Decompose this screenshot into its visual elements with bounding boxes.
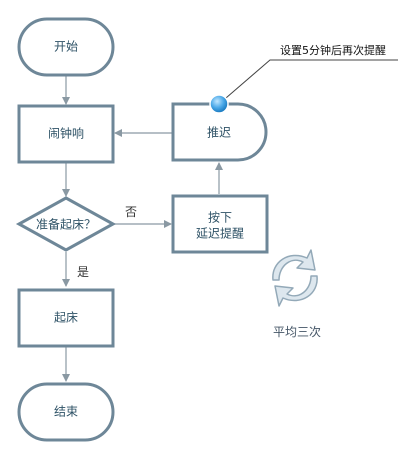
- end-terminal-shape: [17, 382, 115, 442]
- press-process-shape: [171, 194, 269, 254]
- end-label: 结束: [54, 405, 78, 419]
- edge-label-yes: 是: [77, 265, 89, 279]
- press-label-line2: 延迟提醒: [196, 226, 244, 241]
- start-terminal-shape: [17, 17, 115, 77]
- average-label: 平均三次: [273, 325, 321, 339]
- edges: [62, 75, 223, 382]
- start-label: 开始: [54, 40, 78, 54]
- node-get-up[interactable]: 起床: [17, 288, 115, 348]
- edge-label-no: 否: [125, 205, 137, 219]
- annotation-callout: 设置5分钟后再次提醒: [209, 43, 398, 114]
- alarm-process-shape: [17, 104, 115, 164]
- decision-label: 准备起床？: [36, 218, 96, 232]
- refresh-arrows-icon: [272, 249, 318, 307]
- node-start[interactable]: 开始: [17, 17, 115, 77]
- alarm-label: 闹钟响: [48, 126, 84, 141]
- connection-marker-icon[interactable]: [209, 94, 229, 114]
- node-alarm[interactable]: 闹钟响: [17, 104, 115, 164]
- node-press-delay[interactable]: 按下 延迟提醒: [171, 194, 269, 254]
- node-snooze[interactable]: 推迟: [171, 102, 268, 162]
- decision-diamond-shape: [15, 196, 117, 252]
- snooze-delay-shape: [171, 102, 268, 162]
- press-label-line1: 按下: [208, 211, 232, 225]
- annotation-note: 设置5分钟后再次提醒: [280, 43, 386, 57]
- getup-label: 起床: [54, 311, 78, 325]
- annotation-leader-line: [218, 59, 398, 105]
- node-end[interactable]: 结束: [17, 382, 115, 442]
- getup-process-shape: [17, 288, 115, 348]
- node-decision[interactable]: 准备起床？: [15, 196, 117, 252]
- snooze-label: 推迟: [207, 126, 231, 140]
